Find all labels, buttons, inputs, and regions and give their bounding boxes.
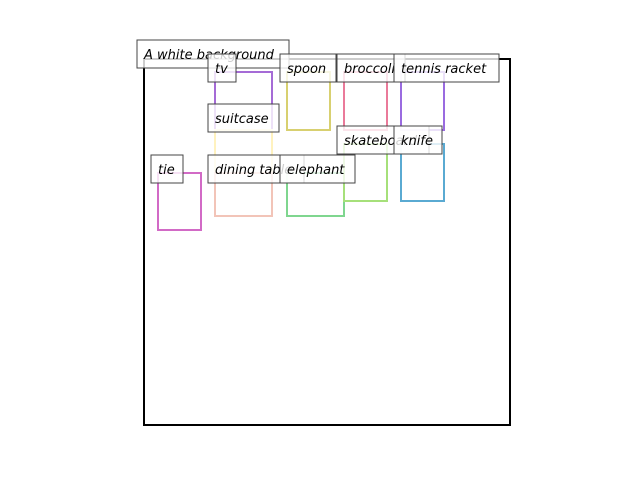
label-tennis-racket-text: tennis racket: [401, 62, 487, 77]
label-tv-text: tv: [215, 62, 228, 77]
label-spoon-text: spoon: [287, 62, 326, 77]
label-tennis-racket: tennis racket: [393, 53, 500, 83]
label-elephant: elephant: [279, 154, 356, 184]
labels: A white background tv spoon broccoli ten…: [136, 39, 500, 184]
label-spoon: spoon: [279, 53, 337, 83]
label-tie: tie: [150, 154, 184, 184]
label-dining-table-text: dining table: [215, 163, 292, 178]
label-knife: knife: [393, 125, 443, 155]
label-suitcase-text: suitcase: [215, 112, 269, 127]
label-tv: tv: [207, 53, 237, 83]
canvas-frame: [143, 58, 511, 426]
label-broccoli-text: broccoli: [344, 62, 395, 77]
label-suitcase: suitcase: [207, 103, 280, 133]
label-knife-text: knife: [401, 134, 433, 149]
label-elephant-text: elephant: [287, 163, 345, 178]
label-tie-text: tie: [158, 163, 175, 178]
